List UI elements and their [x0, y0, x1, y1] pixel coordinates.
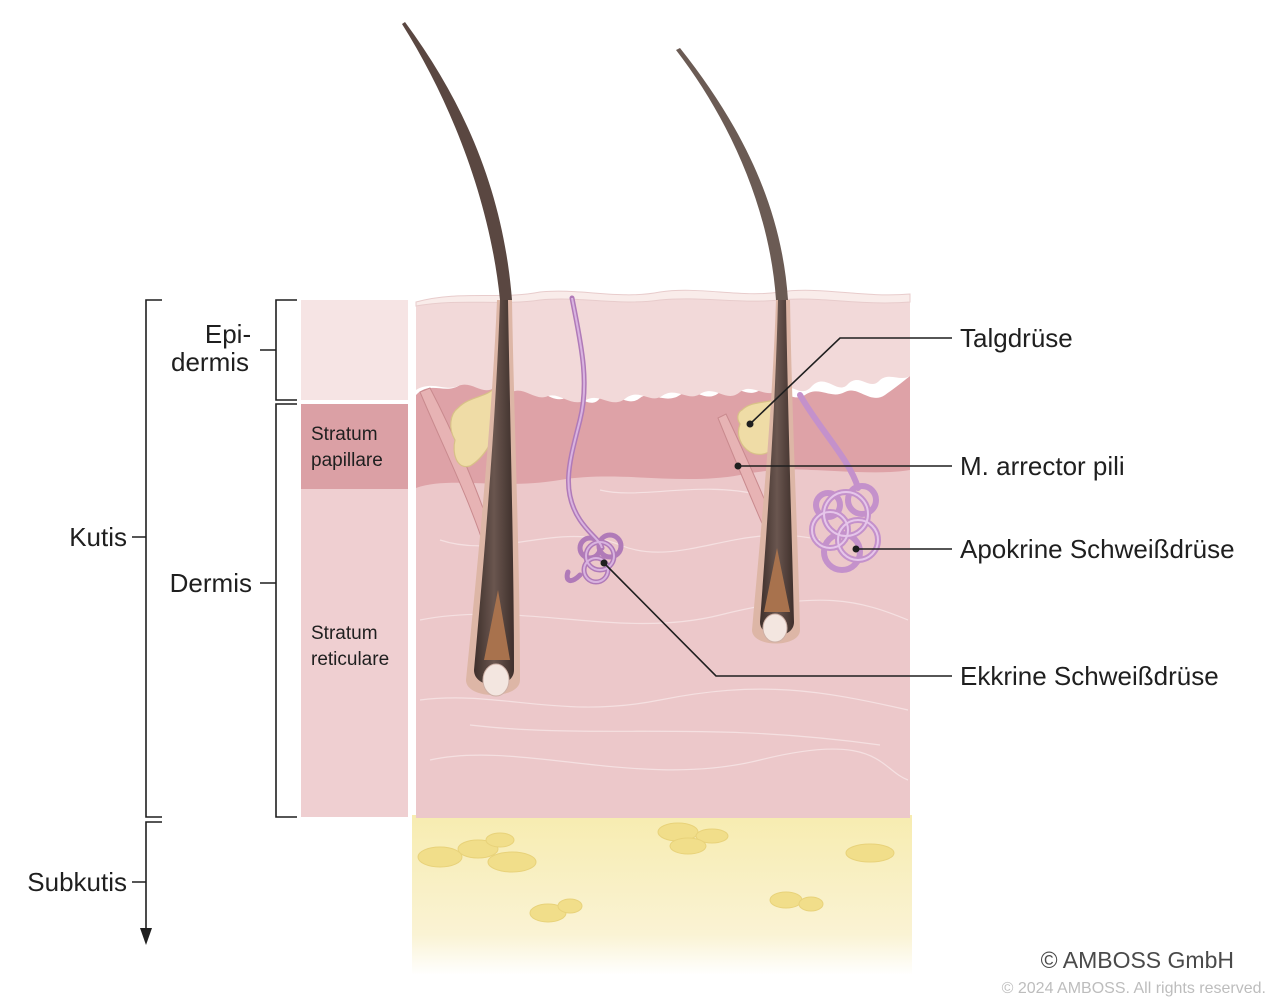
label-talgdruese: Talgdrüse [960, 323, 1073, 353]
bracket-kutis [132, 299, 162, 818]
hair-shaft-left [402, 22, 512, 300]
label-ekkrine: Ekkrine Schweißdrüse [960, 661, 1219, 691]
leader-lines [603, 337, 952, 677]
leader-ekkrine [603, 562, 952, 677]
label-arrector-pili: M. arrector pili [960, 451, 1125, 481]
hair-follicle-right [752, 300, 800, 644]
bracket-epidermis [260, 299, 297, 401]
label-dermis: Dermis [170, 568, 252, 598]
leader-dots [600, 420, 860, 567]
label-subkutis: Subkutis [27, 867, 127, 897]
hair-follicle-left [466, 300, 520, 697]
subkutis-arrow-head [140, 928, 152, 945]
sebaceous-gland-left [450, 382, 501, 468]
legend-epidermis-swatch [301, 300, 408, 400]
legend-papillare-swatch [301, 404, 408, 489]
eccrine-sweat-gland-highlight [567, 297, 615, 583]
label-kutis: Kutis [69, 522, 127, 552]
fat-cells [417, 822, 895, 923]
legend-reticulare-swatch [301, 489, 408, 817]
copyright-rights: © 2024 AMBOSS. All rights reserved. [1002, 980, 1266, 997]
label-epi: Epi- [205, 319, 251, 349]
label-apokrine: Apokrine Schweißdrüse [960, 534, 1235, 564]
label-stratum-papillare-1: Stratum [311, 424, 378, 445]
bracket-subkutis [132, 821, 162, 935]
apocrine-sweat-gland-highlight [811, 491, 879, 561]
leader-talgdruese [749, 337, 952, 425]
epidermis-layer [416, 290, 910, 403]
label-stratum-reticulare-2: reticulare [311, 649, 389, 670]
label-stratum-papillare-2: papillare [311, 450, 383, 471]
bracket-dermis [260, 403, 297, 818]
bracket-group [132, 299, 297, 935]
label-stratum-reticulare-1: Stratum [311, 623, 378, 644]
hair-shaft-right [676, 48, 788, 300]
copyright-brand: © AMBOSS GmbH [1041, 947, 1234, 973]
label-dermis-epi: dermis [171, 347, 249, 377]
